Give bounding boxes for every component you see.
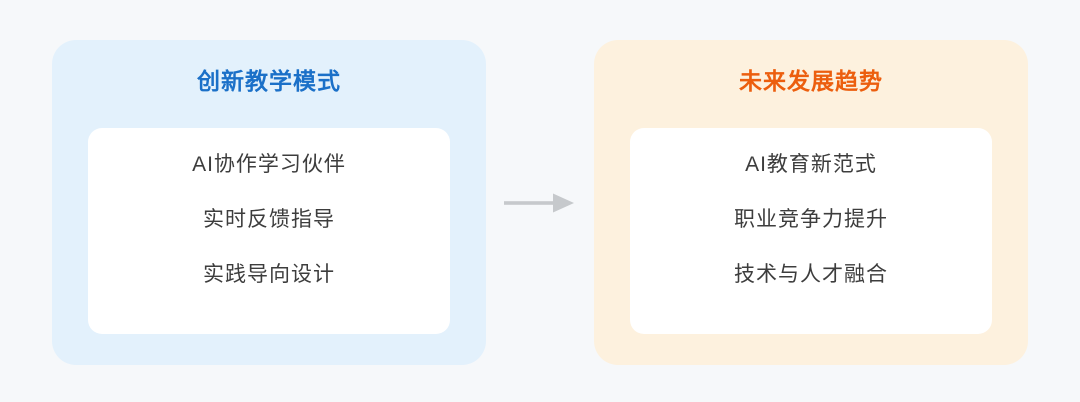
- teaching-mode-card-title: 创新教学模式: [197, 68, 341, 94]
- arrow-right-icon: [504, 193, 574, 212]
- list-item: 实时反馈指导: [203, 207, 335, 231]
- future-trends-card-title: 未来发展趋势: [739, 68, 883, 94]
- teaching-mode-list-panel: AI协作学习伙伴 实时反馈指导 实践导向设计: [88, 128, 450, 334]
- list-item: 职业竞争力提升: [734, 207, 888, 231]
- future-trends-list-panel: AI教育新范式 职业竞争力提升 技术与人才融合: [630, 128, 992, 334]
- list-item: 实践导向设计: [203, 262, 335, 286]
- list-item: AI协作学习伙伴: [192, 152, 346, 176]
- future-trends-card: 未来发展趋势 AI教育新范式 职业竞争力提升 技术与人才融合: [594, 40, 1028, 365]
- arrow-connector: [486, 191, 594, 215]
- list-item: 技术与人才融合: [734, 262, 888, 286]
- teaching-mode-card: 创新教学模式 AI协作学习伙伴 实时反馈指导 实践导向设计: [52, 40, 486, 365]
- list-item: AI教育新范式: [745, 152, 877, 176]
